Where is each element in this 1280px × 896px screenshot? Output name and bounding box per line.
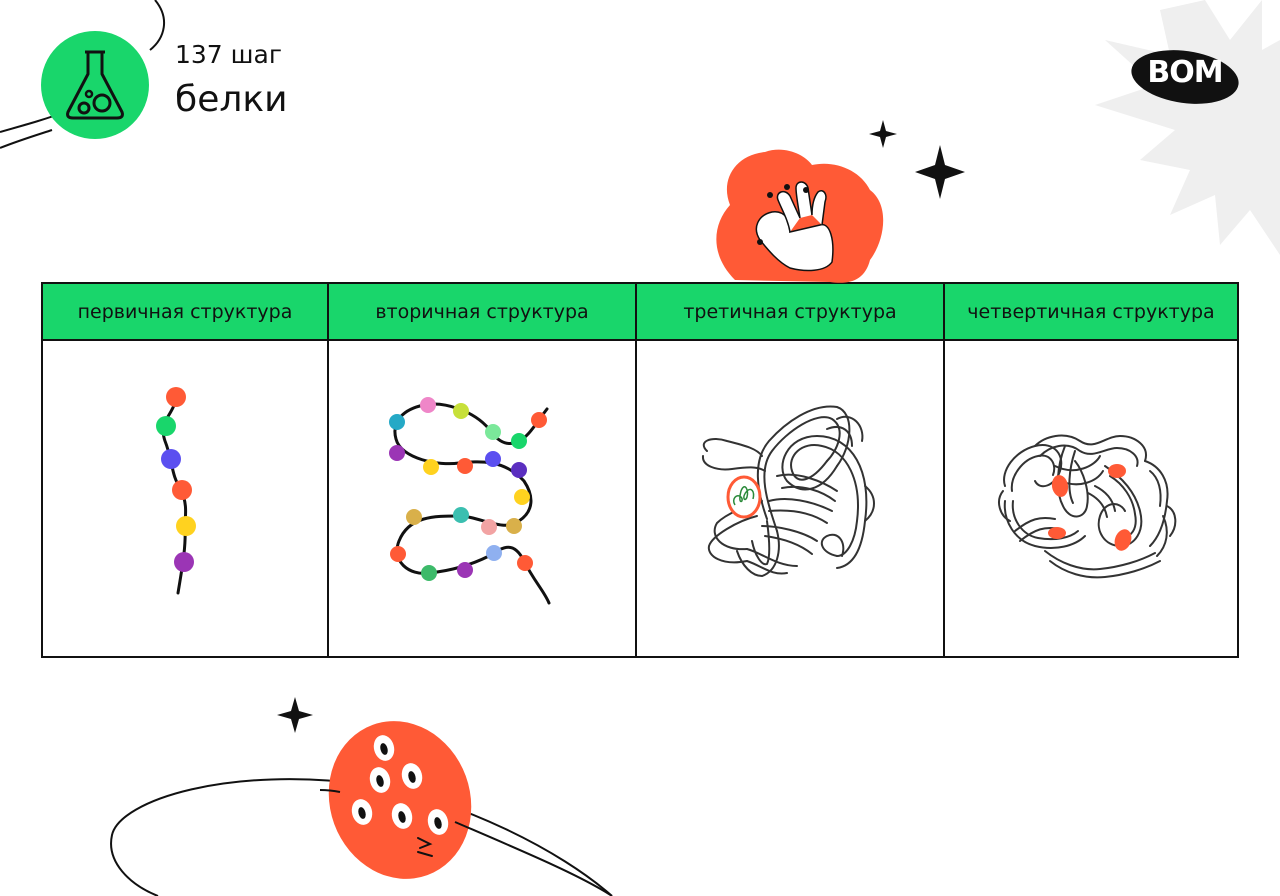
tube-complex-icon	[998, 434, 1177, 579]
column-secondary: вторичная структура	[329, 284, 637, 656]
bead-chain-helix-icon	[389, 397, 551, 605]
bead-chain-straight-icon	[156, 387, 196, 595]
corner-curve-line	[149, 0, 165, 51]
step-title: белки	[175, 79, 288, 120]
orbit-ring	[110, 778, 613, 896]
starburst-shape	[1095, 0, 1280, 255]
secondary-structure-illustration	[329, 341, 635, 656]
protein-structures-table: первичная структура вторичная структура	[41, 282, 1239, 658]
flask-icon	[41, 31, 149, 139]
quaternary-structure-illustration	[945, 341, 1237, 656]
column-header: четвертичная структура	[945, 284, 1237, 341]
column-header: первичная структура	[43, 284, 327, 341]
column-tertiary: третичная структура	[637, 284, 945, 656]
primary-structure-illustration	[43, 341, 327, 656]
column-primary: первичная структура	[43, 284, 329, 656]
corner-curve-line	[0, 129, 53, 149]
column-header: вторичная структура	[329, 284, 635, 341]
column-quaternary: четвертичная структура	[945, 284, 1237, 656]
brand-logo-icon	[1131, 50, 1239, 104]
brand-logo-text: ВОМ	[1147, 55, 1223, 90]
column-header: третичная структура	[637, 284, 943, 341]
step-number: 137 шаг	[175, 40, 282, 69]
tertiary-structure-illustration	[637, 341, 943, 656]
folded-tube-icon	[702, 405, 875, 577]
